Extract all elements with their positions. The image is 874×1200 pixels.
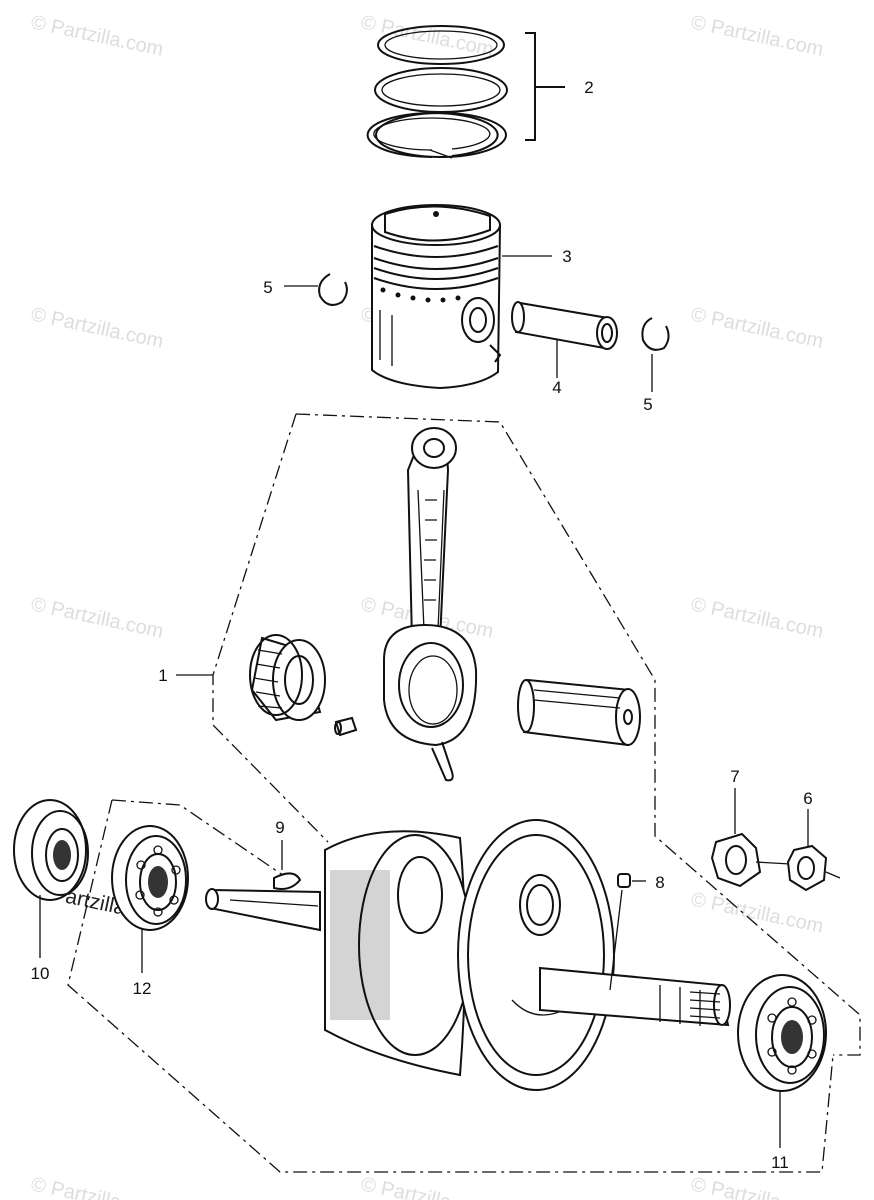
pin-8 <box>617 873 631 888</box>
watermark-text: © Partzilla.com <box>29 1173 165 1200</box>
dowel-pin <box>334 716 358 737</box>
woodruff-key <box>273 872 302 890</box>
crank-pin <box>517 678 641 747</box>
watermark-text: © Partzilla.com <box>689 1173 825 1200</box>
ball-bearing-10 <box>13 799 89 901</box>
watermark-text: © Partzilla.com <box>29 303 165 353</box>
callout-woodruff-key: 9 <box>275 818 284 837</box>
callout-nut: 6 <box>803 789 812 808</box>
crankshaft-group-outline-lower <box>67 799 834 1173</box>
watermark-text: © Partzilla.com <box>359 11 495 61</box>
ring-set-bracket <box>525 32 565 141</box>
callout-bearing-12: 12 <box>133 979 152 998</box>
piston-pin <box>511 301 618 350</box>
crankshaft-group-outline <box>111 799 291 881</box>
watermark-text: © Partzilla.com <box>689 593 825 643</box>
callout-bearing-11: 11 <box>771 1153 789 1172</box>
callout-clip-right: 5 <box>643 395 652 414</box>
callout-bearing-10: 10 <box>31 964 50 983</box>
piston-clip-left <box>318 273 348 306</box>
watermark-text: © Partzilla.com <box>359 1173 495 1200</box>
callout-pin-8: 8 <box>655 873 664 892</box>
leader-pin-8-to-shaft <box>609 889 623 991</box>
watermark-text: © Partzilla.com <box>689 303 825 353</box>
needle-bearing <box>249 634 326 722</box>
watermark-text: © Partzilla.com <box>689 888 825 938</box>
lock-nut <box>786 844 828 892</box>
callout-clip-left: 5 <box>263 278 272 297</box>
piston-clip-right <box>641 317 670 351</box>
callout-washer: 7 <box>730 767 739 786</box>
crankshaft <box>205 819 731 1091</box>
callout-piston-pin: 4 <box>552 378 561 397</box>
callout-labels: 2 3 5 4 5 1 7 6 9 8 10 12 11 <box>31 78 813 1172</box>
connecting-rod-group-outline-left <box>212 413 329 843</box>
piston-ring-set <box>366 25 508 159</box>
piston <box>371 204 502 390</box>
watermark-text: © Partzilla.com <box>689 11 825 61</box>
watermark-text: © Partzilla.com <box>29 11 165 61</box>
callout-ring-set: 2 <box>584 78 593 97</box>
connecting-rod <box>383 427 478 782</box>
axis-nut-end <box>825 871 841 879</box>
assembly-outlines <box>67 413 861 1173</box>
lock-washer <box>710 832 762 888</box>
callout-connecting-rod: 1 <box>158 666 167 685</box>
axis-washer-nut <box>755 861 791 865</box>
watermark-text: © Partzilla.com <box>29 593 165 643</box>
ball-bearing-12 <box>111 825 189 931</box>
callout-piston: 3 <box>562 247 571 266</box>
connecting-rod-group-outline <box>295 413 861 1056</box>
ball-bearing-11 <box>737 974 827 1092</box>
